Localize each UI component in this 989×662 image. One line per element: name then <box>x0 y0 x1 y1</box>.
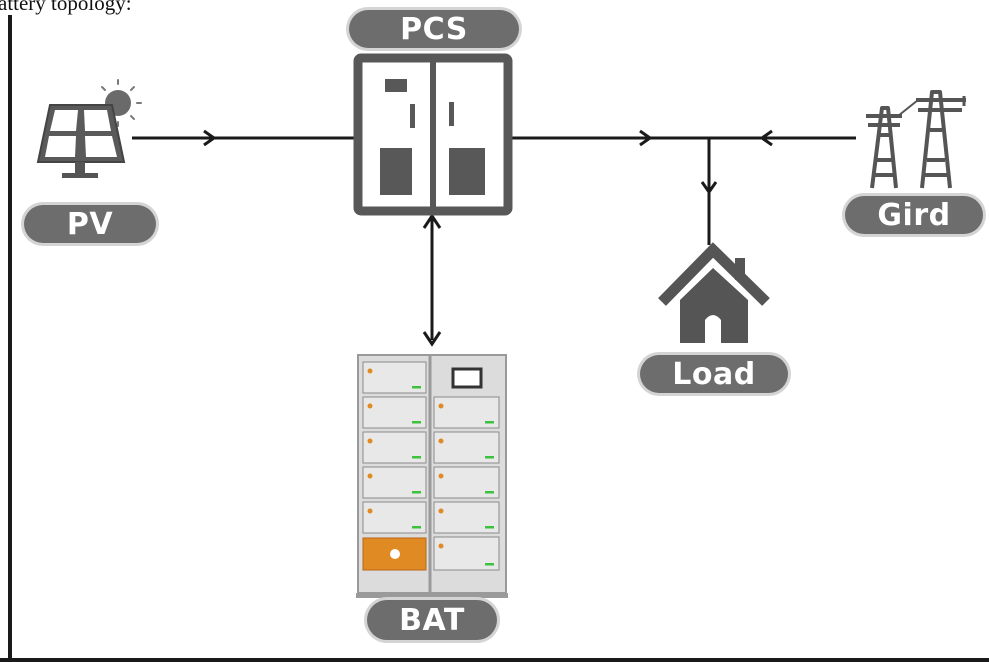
solar-panel-icon <box>36 104 126 178</box>
battery-module <box>433 431 500 464</box>
grid-input-arrow <box>759 129 773 147</box>
grid-tower-icon <box>866 90 966 189</box>
battery-module <box>433 536 500 571</box>
pv-label-text: PV <box>66 206 114 242</box>
pcs-bat-arrow-down <box>422 331 442 347</box>
house-icon <box>658 242 770 343</box>
bat-label-text: BAT <box>399 602 465 638</box>
battery-rack-icon <box>356 354 508 598</box>
battery-module <box>362 431 427 464</box>
pcs-cabinet-icon <box>353 53 513 216</box>
battery-module <box>433 466 500 499</box>
pcs-bat-arrow-up <box>422 213 442 229</box>
bat-label: BAT <box>367 600 497 640</box>
battery-module <box>362 361 427 394</box>
pcs-label: PCS <box>349 10 519 48</box>
battery-module <box>433 501 500 534</box>
battery-module <box>362 501 427 534</box>
grid-label-text: Gird <box>877 197 951 233</box>
connection-lines <box>132 129 856 347</box>
battery-modules <box>362 361 500 571</box>
battery-module <box>433 396 500 429</box>
load-flow-arrow <box>700 181 718 195</box>
pv-flow-arrow <box>203 129 217 147</box>
pv-label: PV <box>24 205 156 243</box>
grid-label: Gird <box>845 196 983 234</box>
load-label: Load <box>640 355 788 393</box>
battery-module <box>362 466 427 499</box>
pcs-output-arrow <box>639 129 653 147</box>
pcs-label-text: PCS <box>400 11 468 47</box>
caption: attery topology: <box>0 0 132 15</box>
battery-module <box>362 396 427 429</box>
load-label-text: Load <box>672 356 756 392</box>
